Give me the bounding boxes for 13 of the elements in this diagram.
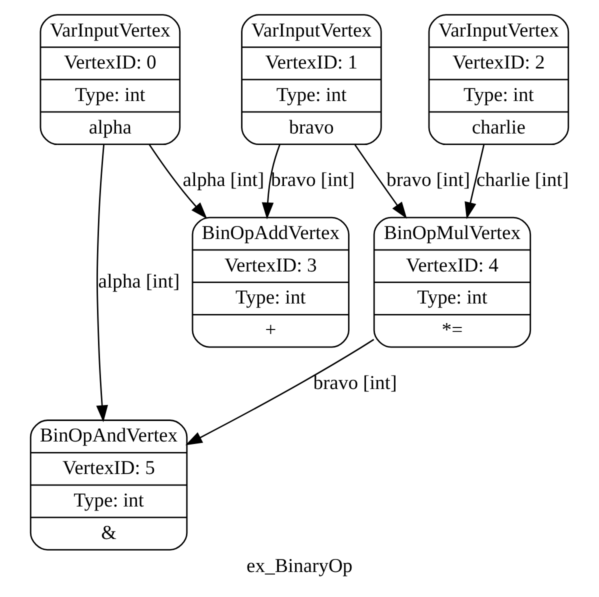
edge-label: alpha [int] <box>98 270 180 293</box>
edge-label: bravo [int] <box>313 372 397 394</box>
edge-label: alpha [int] <box>182 169 264 192</box>
arrow <box>148 144 208 219</box>
diagram-title: ex_BinaryOp <box>246 554 353 577</box>
edge-label: bravo [int] <box>386 169 470 192</box>
edge-label: charlie [int] <box>476 169 569 192</box>
arrow <box>464 144 485 220</box>
arrow <box>262 144 280 220</box>
edge-label: bravo [int] <box>271 169 355 192</box>
arrow <box>185 338 374 446</box>
arrow <box>354 144 407 219</box>
arrow <box>96 144 108 422</box>
